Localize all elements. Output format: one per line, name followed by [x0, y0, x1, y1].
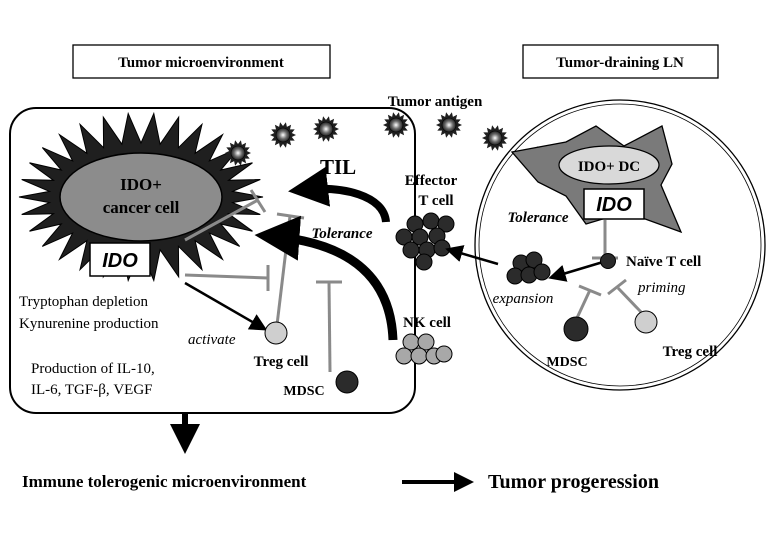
naive-t-cell-label: Naïve T cell [626, 254, 701, 270]
tumor-inhibitor-bar-1 [249, 189, 267, 213]
nk-cell-cluster [395, 333, 453, 365]
tolerance-ln-label: Tolerance [507, 210, 568, 226]
nk-cell [410, 347, 428, 365]
ido-box-ln [583, 188, 645, 220]
effector-t-cell [437, 215, 455, 233]
tumor-antigen-particle [436, 112, 462, 138]
cancer-cell-body [59, 152, 223, 242]
til-arrow [288, 166, 390, 223]
immune-tolerogenic-label: Immune tolerogenic microenvironment [22, 472, 307, 491]
antigen-core [230, 145, 246, 161]
effector-t-cell [402, 241, 420, 259]
priming-arrow [548, 260, 604, 282]
expansion-t-cell-cluster [506, 251, 551, 285]
tumor-antigen-label: Tumor antigen [388, 94, 483, 110]
activate-arrow [184, 281, 268, 331]
nk-cell [417, 333, 435, 351]
treg-ln-label: Treg cell [663, 344, 718, 360]
production-label-line2: IL-6, TGF-β, VEGF [31, 382, 153, 398]
expanding-t-cell [533, 263, 551, 281]
priming-label: priming [637, 280, 686, 296]
tumor-draining-ln-label-box [522, 44, 719, 79]
mdsc-tumor-inhibitor-line [327, 281, 332, 373]
nk-cell-arrow [254, 215, 398, 341]
activate-label: activate [188, 332, 236, 348]
tumor-antigen-particle [313, 116, 339, 142]
nk-cell [402, 333, 420, 351]
treg-ln-inhibitor-bar [607, 278, 627, 296]
antigen-core [388, 117, 404, 133]
tumor-antigen-particle [270, 122, 296, 148]
nk-cell-label: NK cell [403, 315, 451, 331]
effector-t-cell [411, 228, 429, 246]
antigen-core [487, 130, 503, 146]
ln-to-effector-arrow [445, 245, 499, 266]
ido-label-ln: IDO [596, 194, 632, 216]
mdsc-ln-inhibitor-bar [578, 284, 602, 297]
ido-cancer-cell: IDO+ cancer cell [18, 111, 264, 283]
effector-t-cell [433, 239, 451, 257]
kynurenine-label: Kynurenine production [19, 316, 159, 332]
antigen-core [441, 117, 457, 133]
tumor-draining-ln-label: Tumor-draining LN [556, 55, 684, 71]
expansion-label: expansion [493, 291, 554, 307]
til-label: TIL [320, 155, 356, 179]
treg-ln-cell [634, 310, 658, 334]
mdsc-ln-label: MDSC [546, 355, 587, 370]
nk-cell [395, 347, 413, 365]
nk-cell [435, 345, 453, 363]
tumor-antigen-particle [225, 140, 251, 166]
tumor-microenvironment-label: Tumor microenvironment [118, 55, 284, 71]
ido-dc-nucleus [558, 145, 660, 185]
cancer-cell-label-line1: IDO+ [120, 175, 162, 194]
effector-t-cell [422, 212, 440, 230]
tumor-antigen-particle [383, 112, 409, 138]
expanding-t-cell [525, 251, 543, 269]
tumor-antigen-particle [482, 125, 508, 151]
mdsc-ln-inhibitor-line [575, 289, 592, 319]
treg-tumor-label: Treg cell [254, 354, 309, 370]
production-label-line1: Production of IL-10, [31, 361, 155, 377]
ido-dc-label: IDO+ DC [578, 159, 640, 175]
ido-box-tumor [89, 242, 151, 277]
mdsc-tumor-cell [335, 370, 359, 394]
treg-tumor-cell [264, 321, 288, 345]
tryptophan-label: Tryptophan depletion [19, 294, 149, 310]
lymph-node-inner-ring [478, 103, 762, 387]
effector-t-cell [415, 253, 433, 271]
tumor-progression-label: Tumor progeression [488, 471, 659, 493]
effector-t-cell-cluster [395, 212, 455, 271]
tumor-inhibitor-line-1 [184, 198, 259, 242]
cancer-cell-label-line2: cancer cell [103, 198, 180, 217]
tolerance-tumor-label: Tolerance [311, 226, 372, 242]
antigen-core [275, 127, 291, 143]
effector-t-cell-label-line1: Effector [405, 173, 458, 189]
ido-label-tumor: IDO [102, 250, 138, 272]
mdsc-ln-cell [563, 316, 589, 342]
tumor-microenvironment-label-box [72, 44, 331, 79]
naive-t-cell [600, 253, 616, 269]
antigen-core [318, 121, 334, 137]
effector-t-cell-label-line2: T cell [418, 193, 453, 209]
mdsc-tumor-label: MDSC [283, 384, 324, 399]
treg-ln-inhibitor-line [616, 286, 643, 314]
tumor-inhibitor-line-2 [184, 273, 269, 280]
